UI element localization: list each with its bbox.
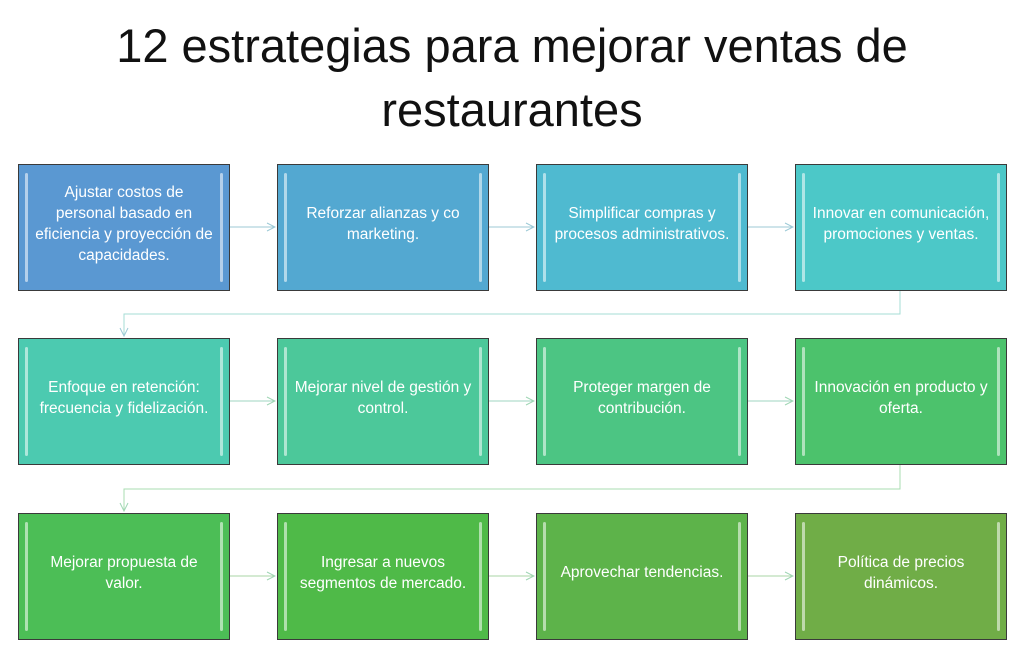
step-label: Reforzar alianzas y co marketing. <box>306 204 460 243</box>
step-label: Mejorar nivel de gestión y control. <box>294 378 472 417</box>
step-label: Política de precios dinámicos. <box>837 553 965 592</box>
step-label: Enfoque en retención: frecuencia y fidel… <box>39 378 209 417</box>
step-box-5: Enfoque en retención: frecuencia y fidel… <box>18 338 230 465</box>
arrow-4-5 <box>124 291 901 336</box>
step-label: Mejorar propuesta de valor. <box>50 553 198 592</box>
arrow-8-9 <box>124 465 901 511</box>
step-label: Simplificar compras y procesos administr… <box>554 204 730 243</box>
step-box-8: Innovación en producto y oferta. <box>795 338 1007 465</box>
step-label: Ajustar costos de personal basado en efi… <box>35 183 213 264</box>
step-box-4: Innovar en comunicación, promociones y v… <box>795 164 1007 291</box>
step-box-9: Mejorar propuesta de valor. <box>18 513 230 640</box>
step-label: Aprovechar tendencias. <box>560 564 724 581</box>
step-box-2: Reforzar alianzas y co marketing. <box>277 164 489 291</box>
step-label: Proteger margen de contribución. <box>573 378 711 417</box>
step-label: Innovar en comunicación, promociones y v… <box>812 204 990 243</box>
step-box-10: Ingresar a nuevos segmentos de mercado. <box>277 513 489 640</box>
step-box-7: Proteger margen de contribución. <box>536 338 748 465</box>
diagram-title: 12 estrategias para mejorar ventas de re… <box>116 19 908 136</box>
step-label: Innovación en producto y oferta. <box>814 378 988 417</box>
step-label: Ingresar a nuevos segmentos de mercado. <box>299 553 467 592</box>
step-box-3: Simplificar compras y procesos administr… <box>536 164 748 291</box>
step-box-12: Política de precios dinámicos. <box>795 513 1007 640</box>
step-box-11: Aprovechar tendencias. <box>536 513 748 640</box>
step-box-1: Ajustar costos de personal basado en efi… <box>18 164 230 291</box>
step-box-6: Mejorar nivel de gestión y control. <box>277 338 489 465</box>
